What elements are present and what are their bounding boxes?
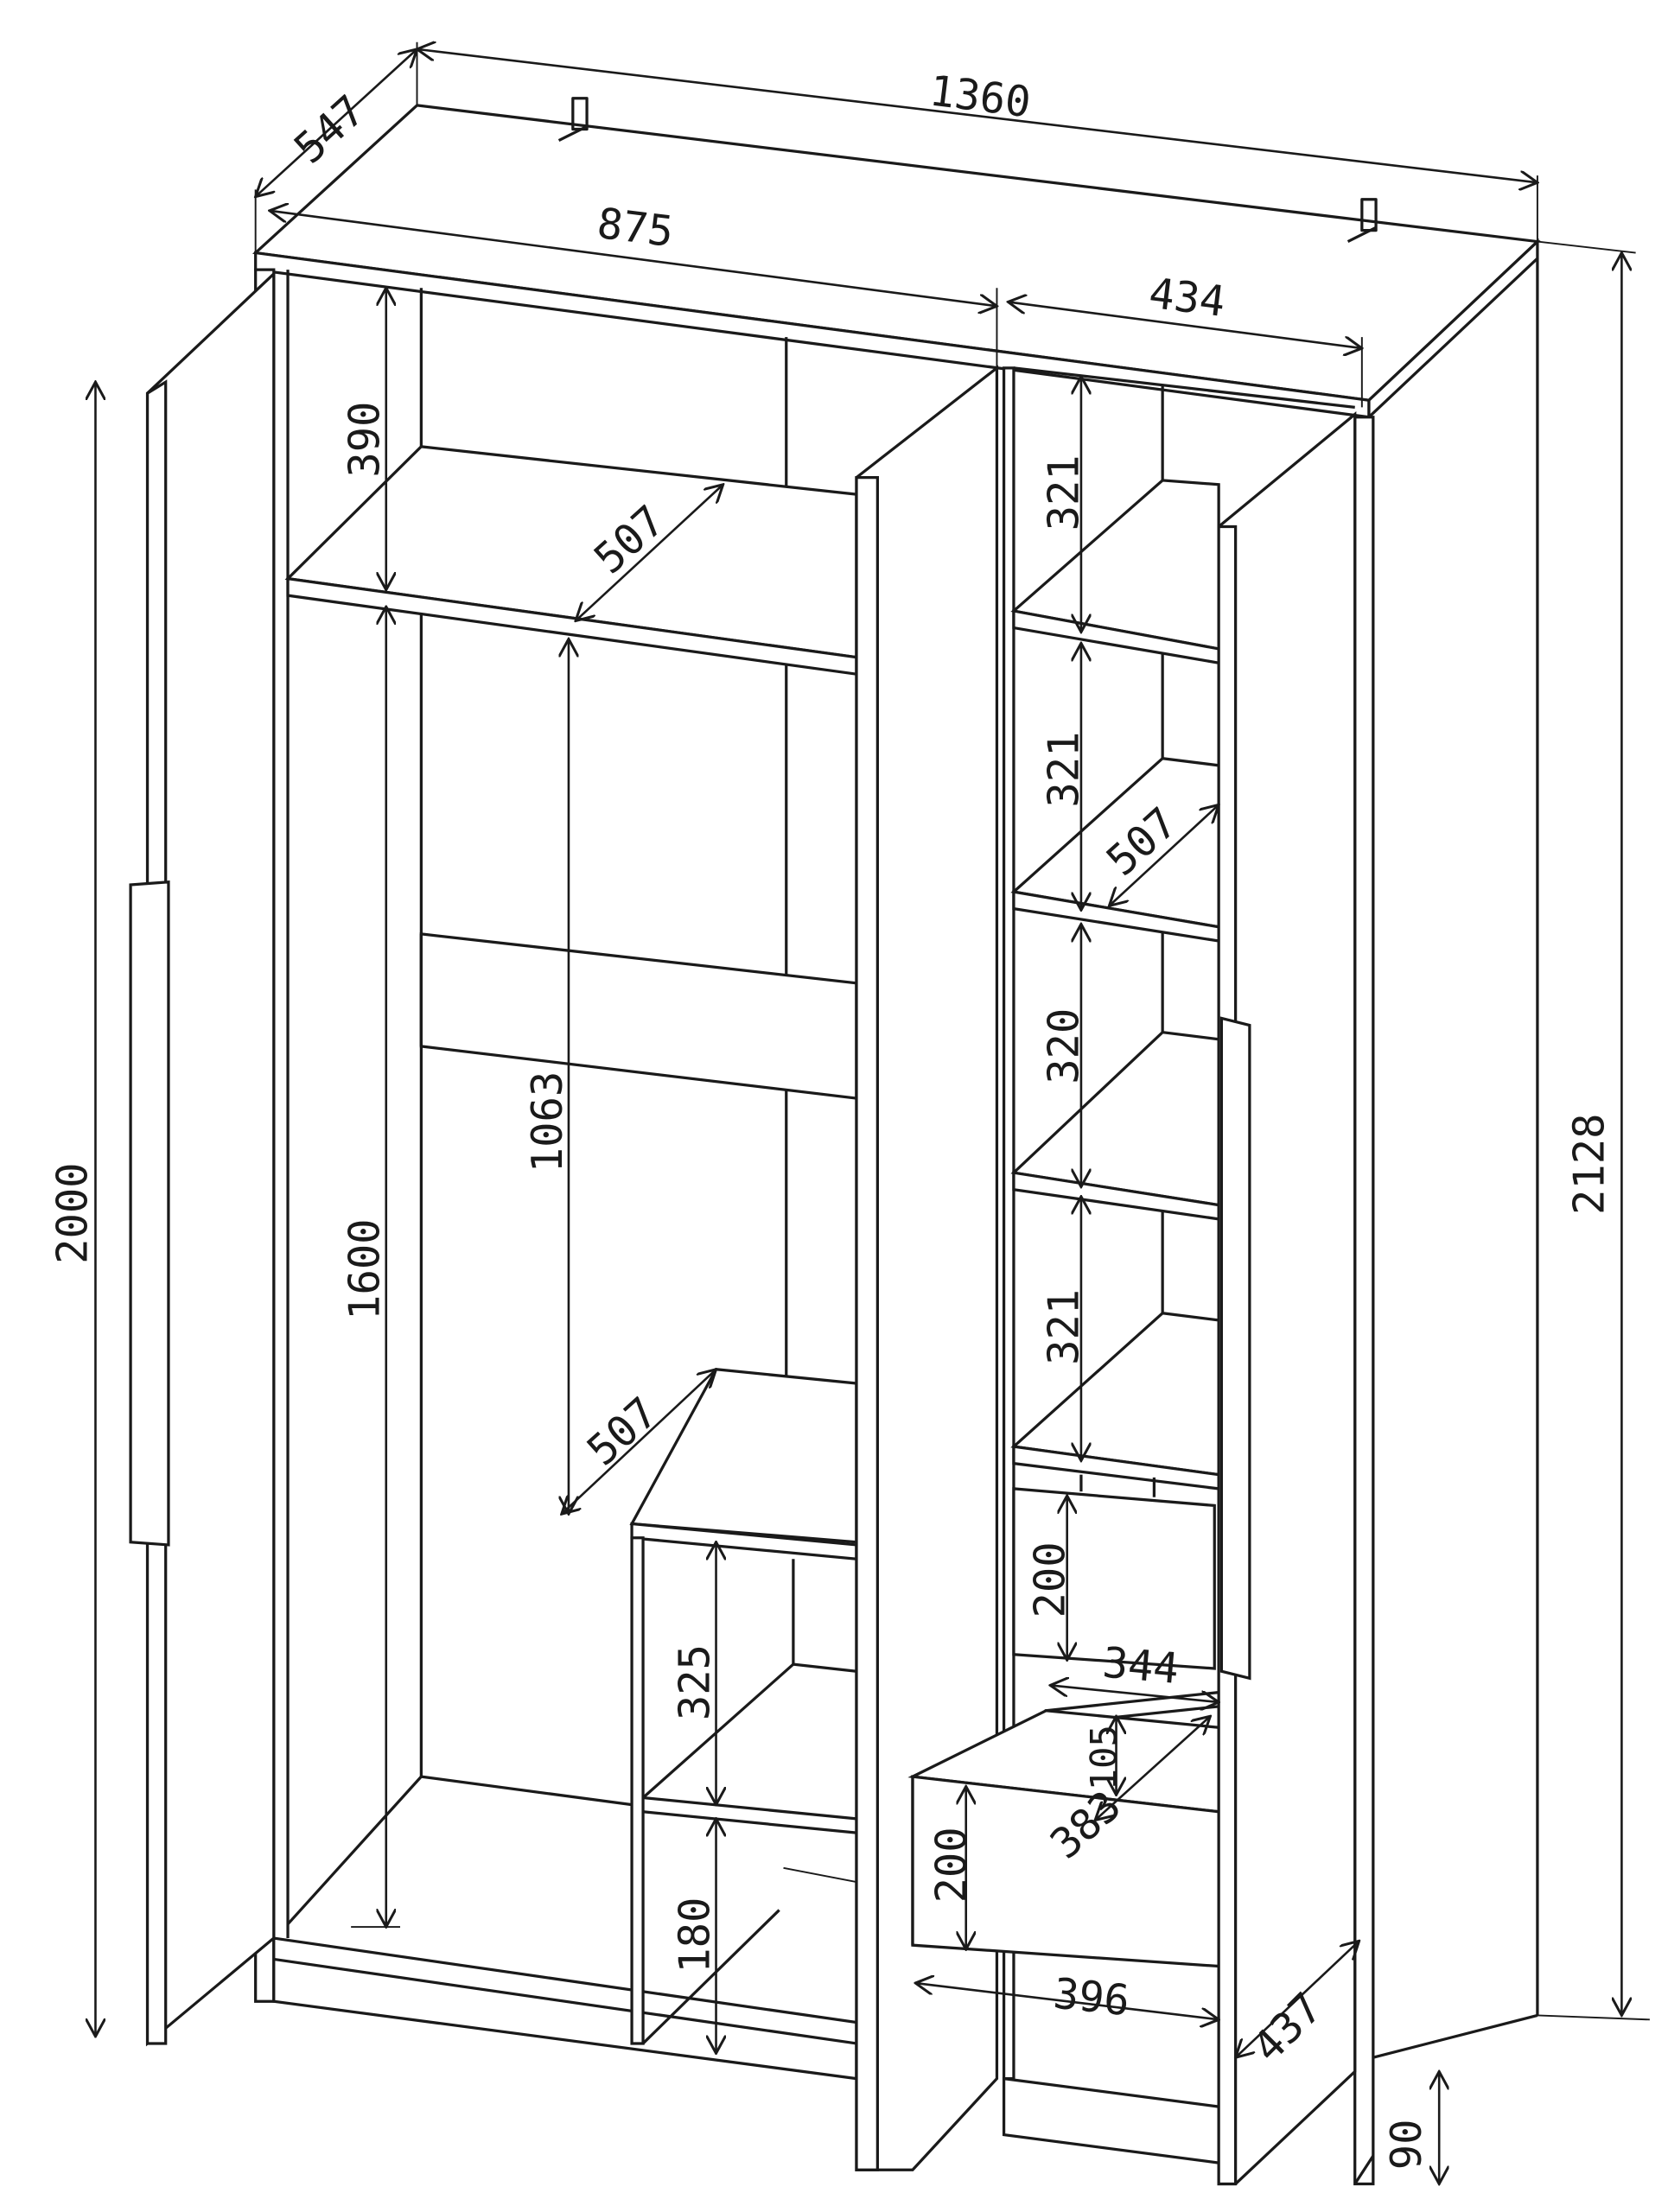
dim-320: 320 [1041, 1008, 1089, 1084]
dim-321-c: 321 [1041, 1289, 1089, 1365]
left-door-handle[interactable] [129, 880, 170, 1547]
dim-396: 396 [1051, 1969, 1131, 2025]
dim-2000: 2000 [49, 1162, 98, 1263]
dim-200-lower: 200 [928, 1827, 977, 1903]
dim-875: 875 [595, 200, 676, 257]
dim-1063: 1063 [524, 1071, 572, 1173]
dim-321-b: 321 [1041, 732, 1089, 808]
left-door[interactable] [129, 270, 276, 2047]
dim-344: 344 [1101, 1639, 1181, 1694]
dim-90: 90 [1383, 2120, 1431, 2171]
right-shelves [1010, 479, 1220, 1491]
dimension-lines [95, 42, 1650, 2184]
dim-390: 390 [341, 402, 390, 478]
dim-180: 180 [671, 1897, 719, 1974]
dim-105: 105 [1083, 1725, 1125, 1790]
dim-434: 434 [1146, 270, 1227, 327]
dim-1600: 1600 [341, 1218, 390, 1319]
dim-321-a: 321 [1041, 454, 1089, 531]
dim-507-lower: 507 [578, 1389, 667, 1476]
dim-1360: 1360 [926, 67, 1033, 127]
dim-325: 325 [671, 1644, 719, 1720]
carcass [252, 104, 1541, 2186]
dim-200-upper: 200 [1026, 1541, 1074, 1618]
dim-2128: 2128 [1565, 1114, 1614, 1215]
right-door-handle[interactable] [1219, 1016, 1251, 1681]
